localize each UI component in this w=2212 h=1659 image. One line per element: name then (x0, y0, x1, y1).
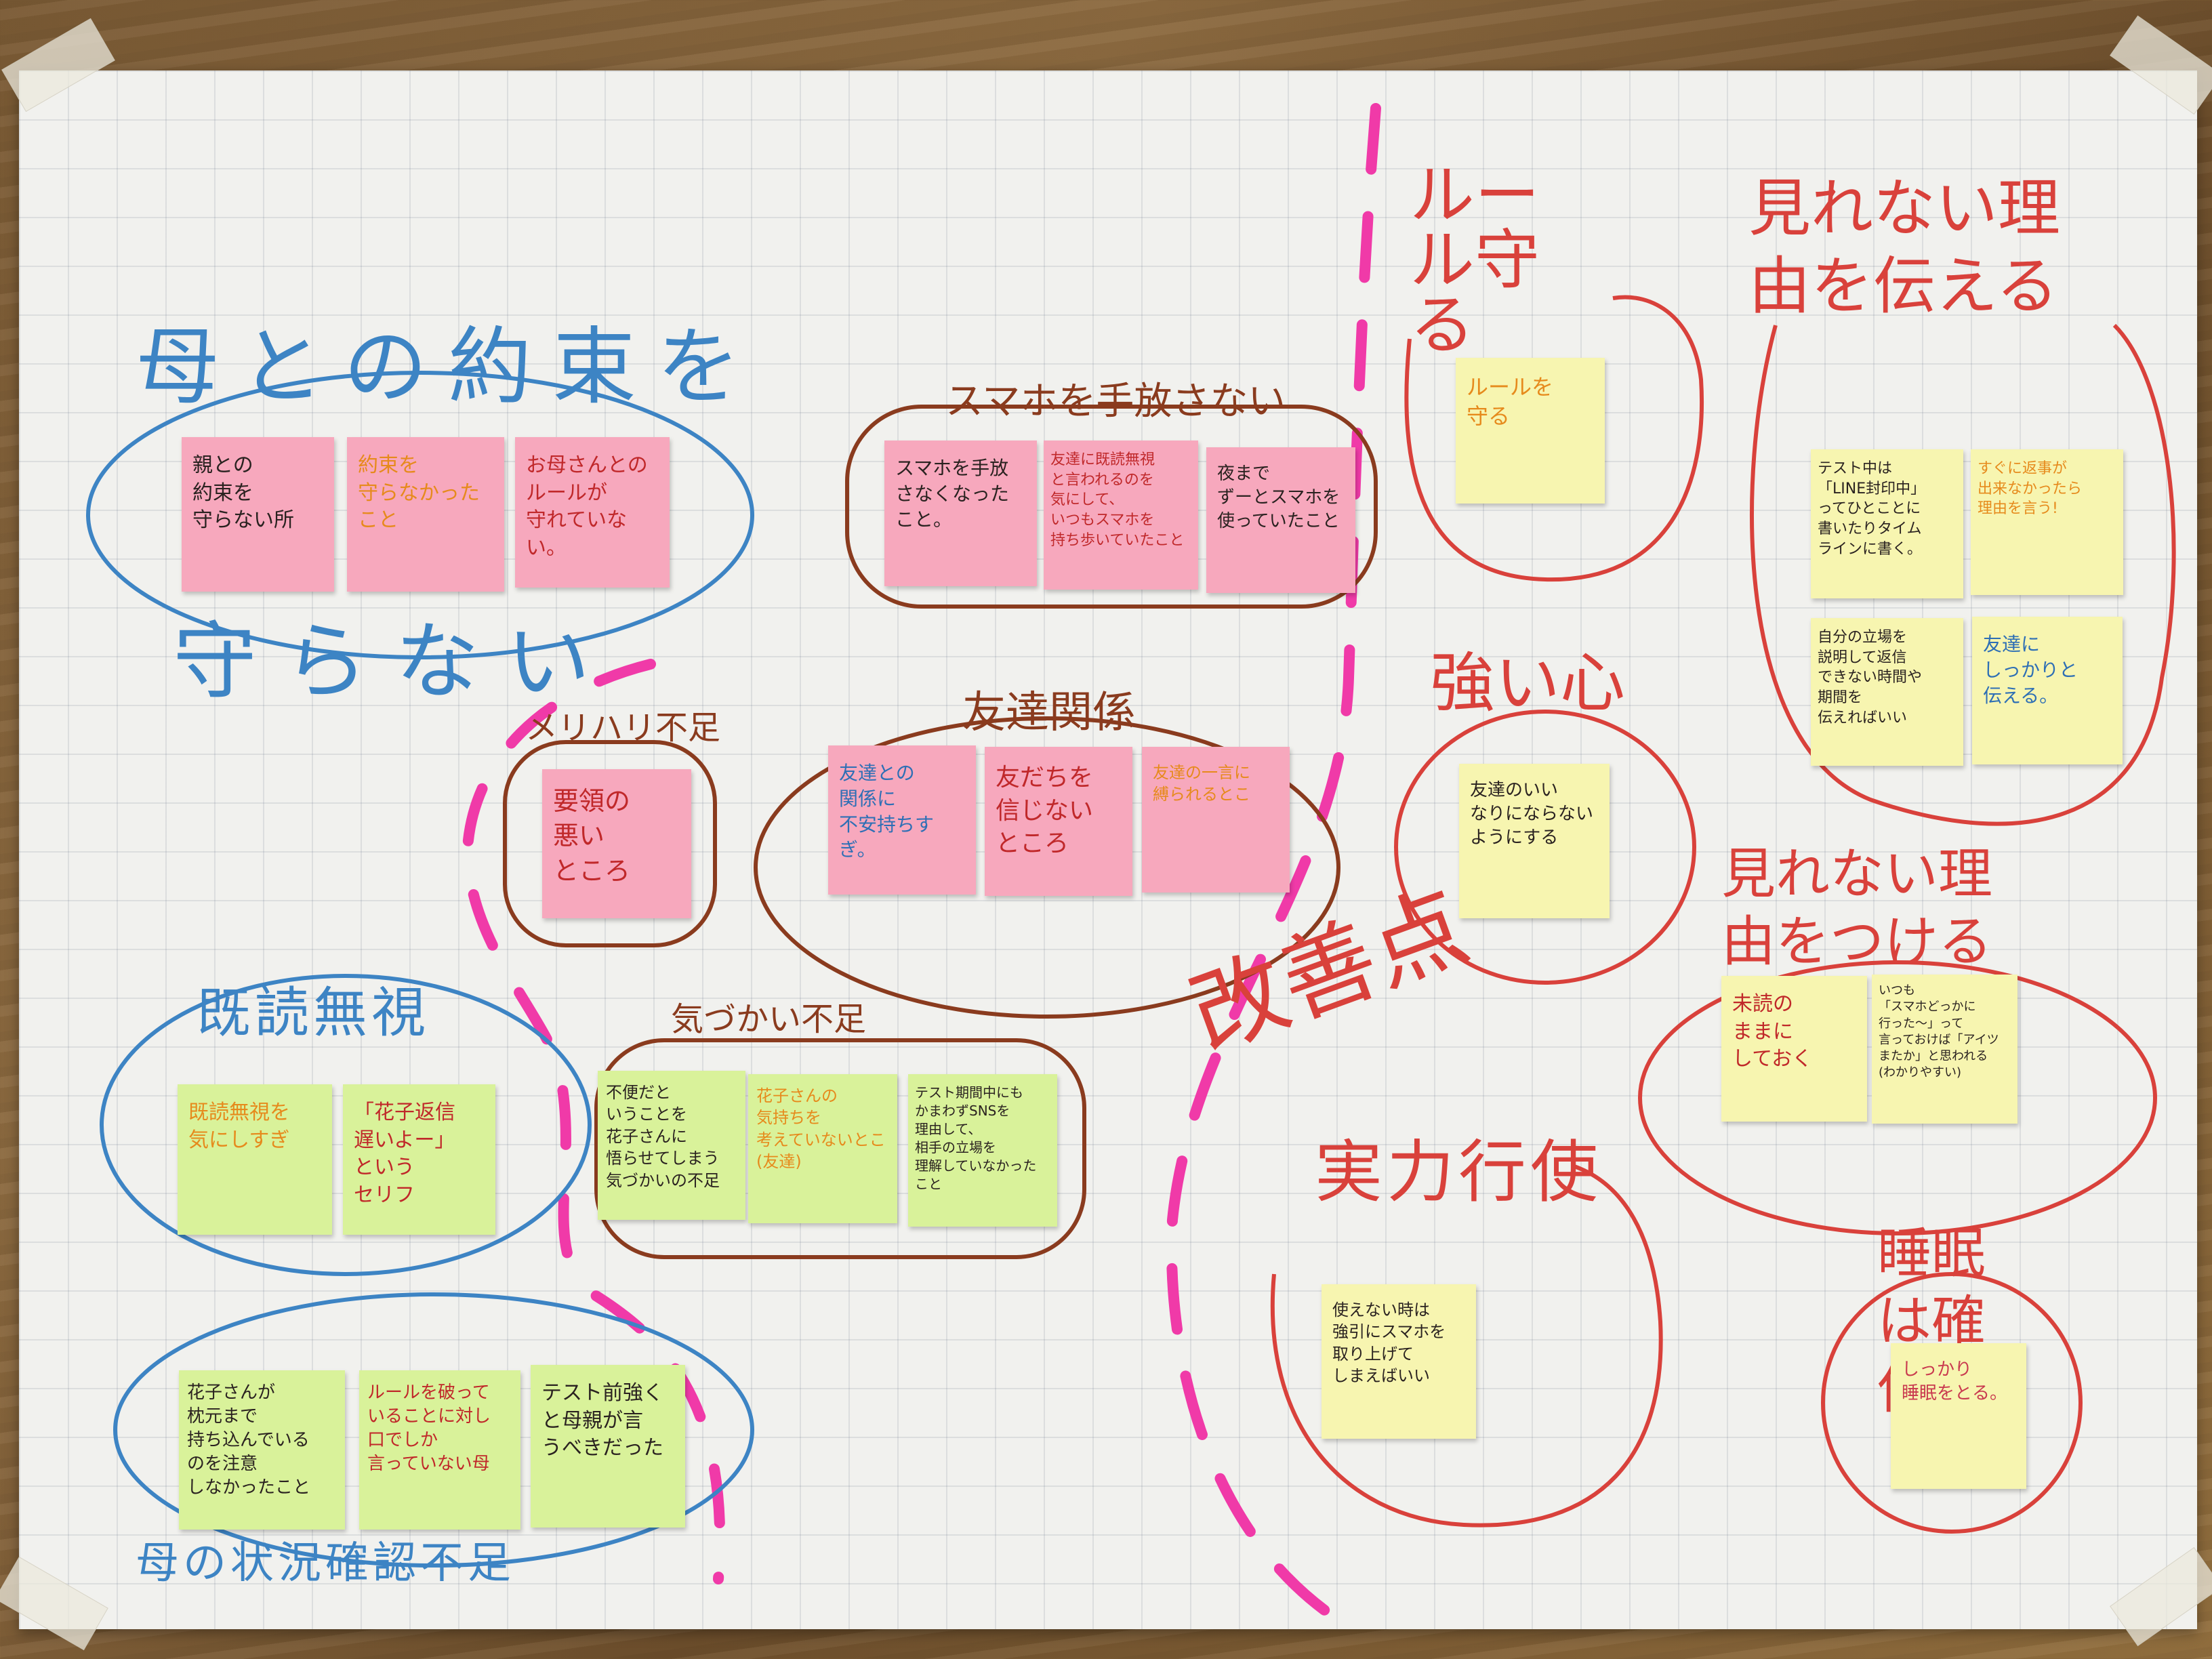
rule-title: ルール守る (1410, 157, 1540, 363)
group-haha-title: 母の状況確認不足 (136, 1538, 515, 1589)
sticky-note: テスト前強く と母親が言 うべきだった (531, 1365, 685, 1528)
brown-box-sumaho (845, 405, 1378, 609)
red-loop-reason1 (1750, 323, 2176, 826)
sticky-note: 友達に しっかりと 伝える。 (1972, 617, 2123, 764)
red-loop-reason2 (1638, 960, 2157, 1235)
sticky-note: ルールを破って いることに対し 口でしか 言っていない母 (359, 1370, 520, 1530)
sticky-note: しっかり 睡眠をとる。 (1891, 1343, 2026, 1489)
sticky-note: 使えない時は 強引にスマホを 取り上げて しまえばいい (1322, 1284, 1476, 1439)
sticky-note: いつも 「スマホどっかに 行った〜」って 言っておけば「アイツ またか」と思われ… (1872, 975, 2018, 1124)
sticky-note: 友達に既読無視 と言われるのを 気にして、 いつもスマホを 持ち歩いていたこと (1044, 441, 1198, 590)
sticky-note: 花子さんの 気持ちを 考えていないとこ (友達) (748, 1074, 897, 1223)
group-kidoku-title: 既読無視 (197, 981, 430, 1044)
group-sumaho-title: スマホを手放さない (945, 380, 1286, 424)
reason-title-2: 見れない理由をつける (1721, 842, 1992, 973)
brown-loop-tomodachi (754, 716, 1340, 1019)
group-meri-title: メリハリ不足 (525, 709, 721, 747)
sticky-note: お母さんとの ルールが 守れていない。 (515, 437, 670, 588)
sticky-note: すぐに返事が 出来なかったら 理由を言う! (1971, 449, 2123, 595)
brown-box-meri (503, 740, 717, 947)
strong-title: 強い心 (1430, 645, 1625, 721)
blue-loop-promise (86, 371, 754, 659)
sticky-note: 既読無視を 気にしすぎ (178, 1084, 332, 1235)
sticky-note: 友だちを 信じない ところ (985, 747, 1132, 896)
action-title: 実力行使 (1315, 1132, 1602, 1212)
sticky-note: 友達との 関係に 不安持ちすぎ。 (828, 745, 976, 895)
sticky-note: 友達のいい なりにならない ようにする (1459, 764, 1610, 918)
sticky-note: ルールを 守る (1456, 358, 1605, 504)
group-tomodachi-title: 友達関係 (962, 688, 1136, 738)
sticky-note: スマホを手放 さなくなったこと。 (884, 441, 1037, 586)
magenta-divider-right (1166, 103, 1381, 1618)
left-main-subtitle: 守らない (173, 613, 618, 711)
group-kizukai-title: 気づかい不足 (671, 1000, 867, 1038)
sticky-note: テスト期間中にも かまわずSNSを 理由して、 相手の立場を 理解していなかった… (908, 1074, 1057, 1227)
sticky-note: 親との 約束を 守らない所 (182, 437, 334, 592)
red-loop-strong (1394, 710, 1696, 985)
sticky-note: 友達の一言に 縛られるとこ (1142, 747, 1290, 893)
blue-loop-kidoku (100, 974, 592, 1276)
sticky-note: 未読の ままに しておく (1721, 976, 1867, 1122)
brown-box-kizukai (594, 1038, 1086, 1259)
blue-loop-haha (113, 1292, 754, 1568)
sticky-note: 花子さんが 枕元まで 持ち込んでいる のを注意 しなかったこと (179, 1370, 345, 1530)
sticky-note: テスト中は 「LINE封印中」 ってひとことに 書いたりタイム ラインに書く。 (1811, 449, 1963, 598)
sticky-note: 夜まで ずーとスマホを 使っていたこと (1206, 447, 1355, 593)
sticky-note: 「花子返信 遅いよー」 という セリフ (343, 1084, 495, 1235)
sticky-note: 自分の立場を 説明して返信 できない時間や 期間を 伝えればいい (1811, 618, 1963, 766)
red-loop-sleep (1821, 1272, 2083, 1534)
sticky-note: 要領の 悪い ところ (542, 769, 691, 918)
left-main-title: 母との約束を (136, 319, 761, 416)
red-loop-rule (1404, 295, 1704, 582)
reason-title-1: 見れない理由を伝える (1748, 172, 2061, 323)
sticky-note: 不便だと いうことを 花子さんに 悟らせてしまう 気づかいの不足 (598, 1071, 745, 1220)
sticky-note: 約束を 守らなかったこと (347, 437, 504, 592)
red-loop-action (1270, 1164, 1663, 1528)
